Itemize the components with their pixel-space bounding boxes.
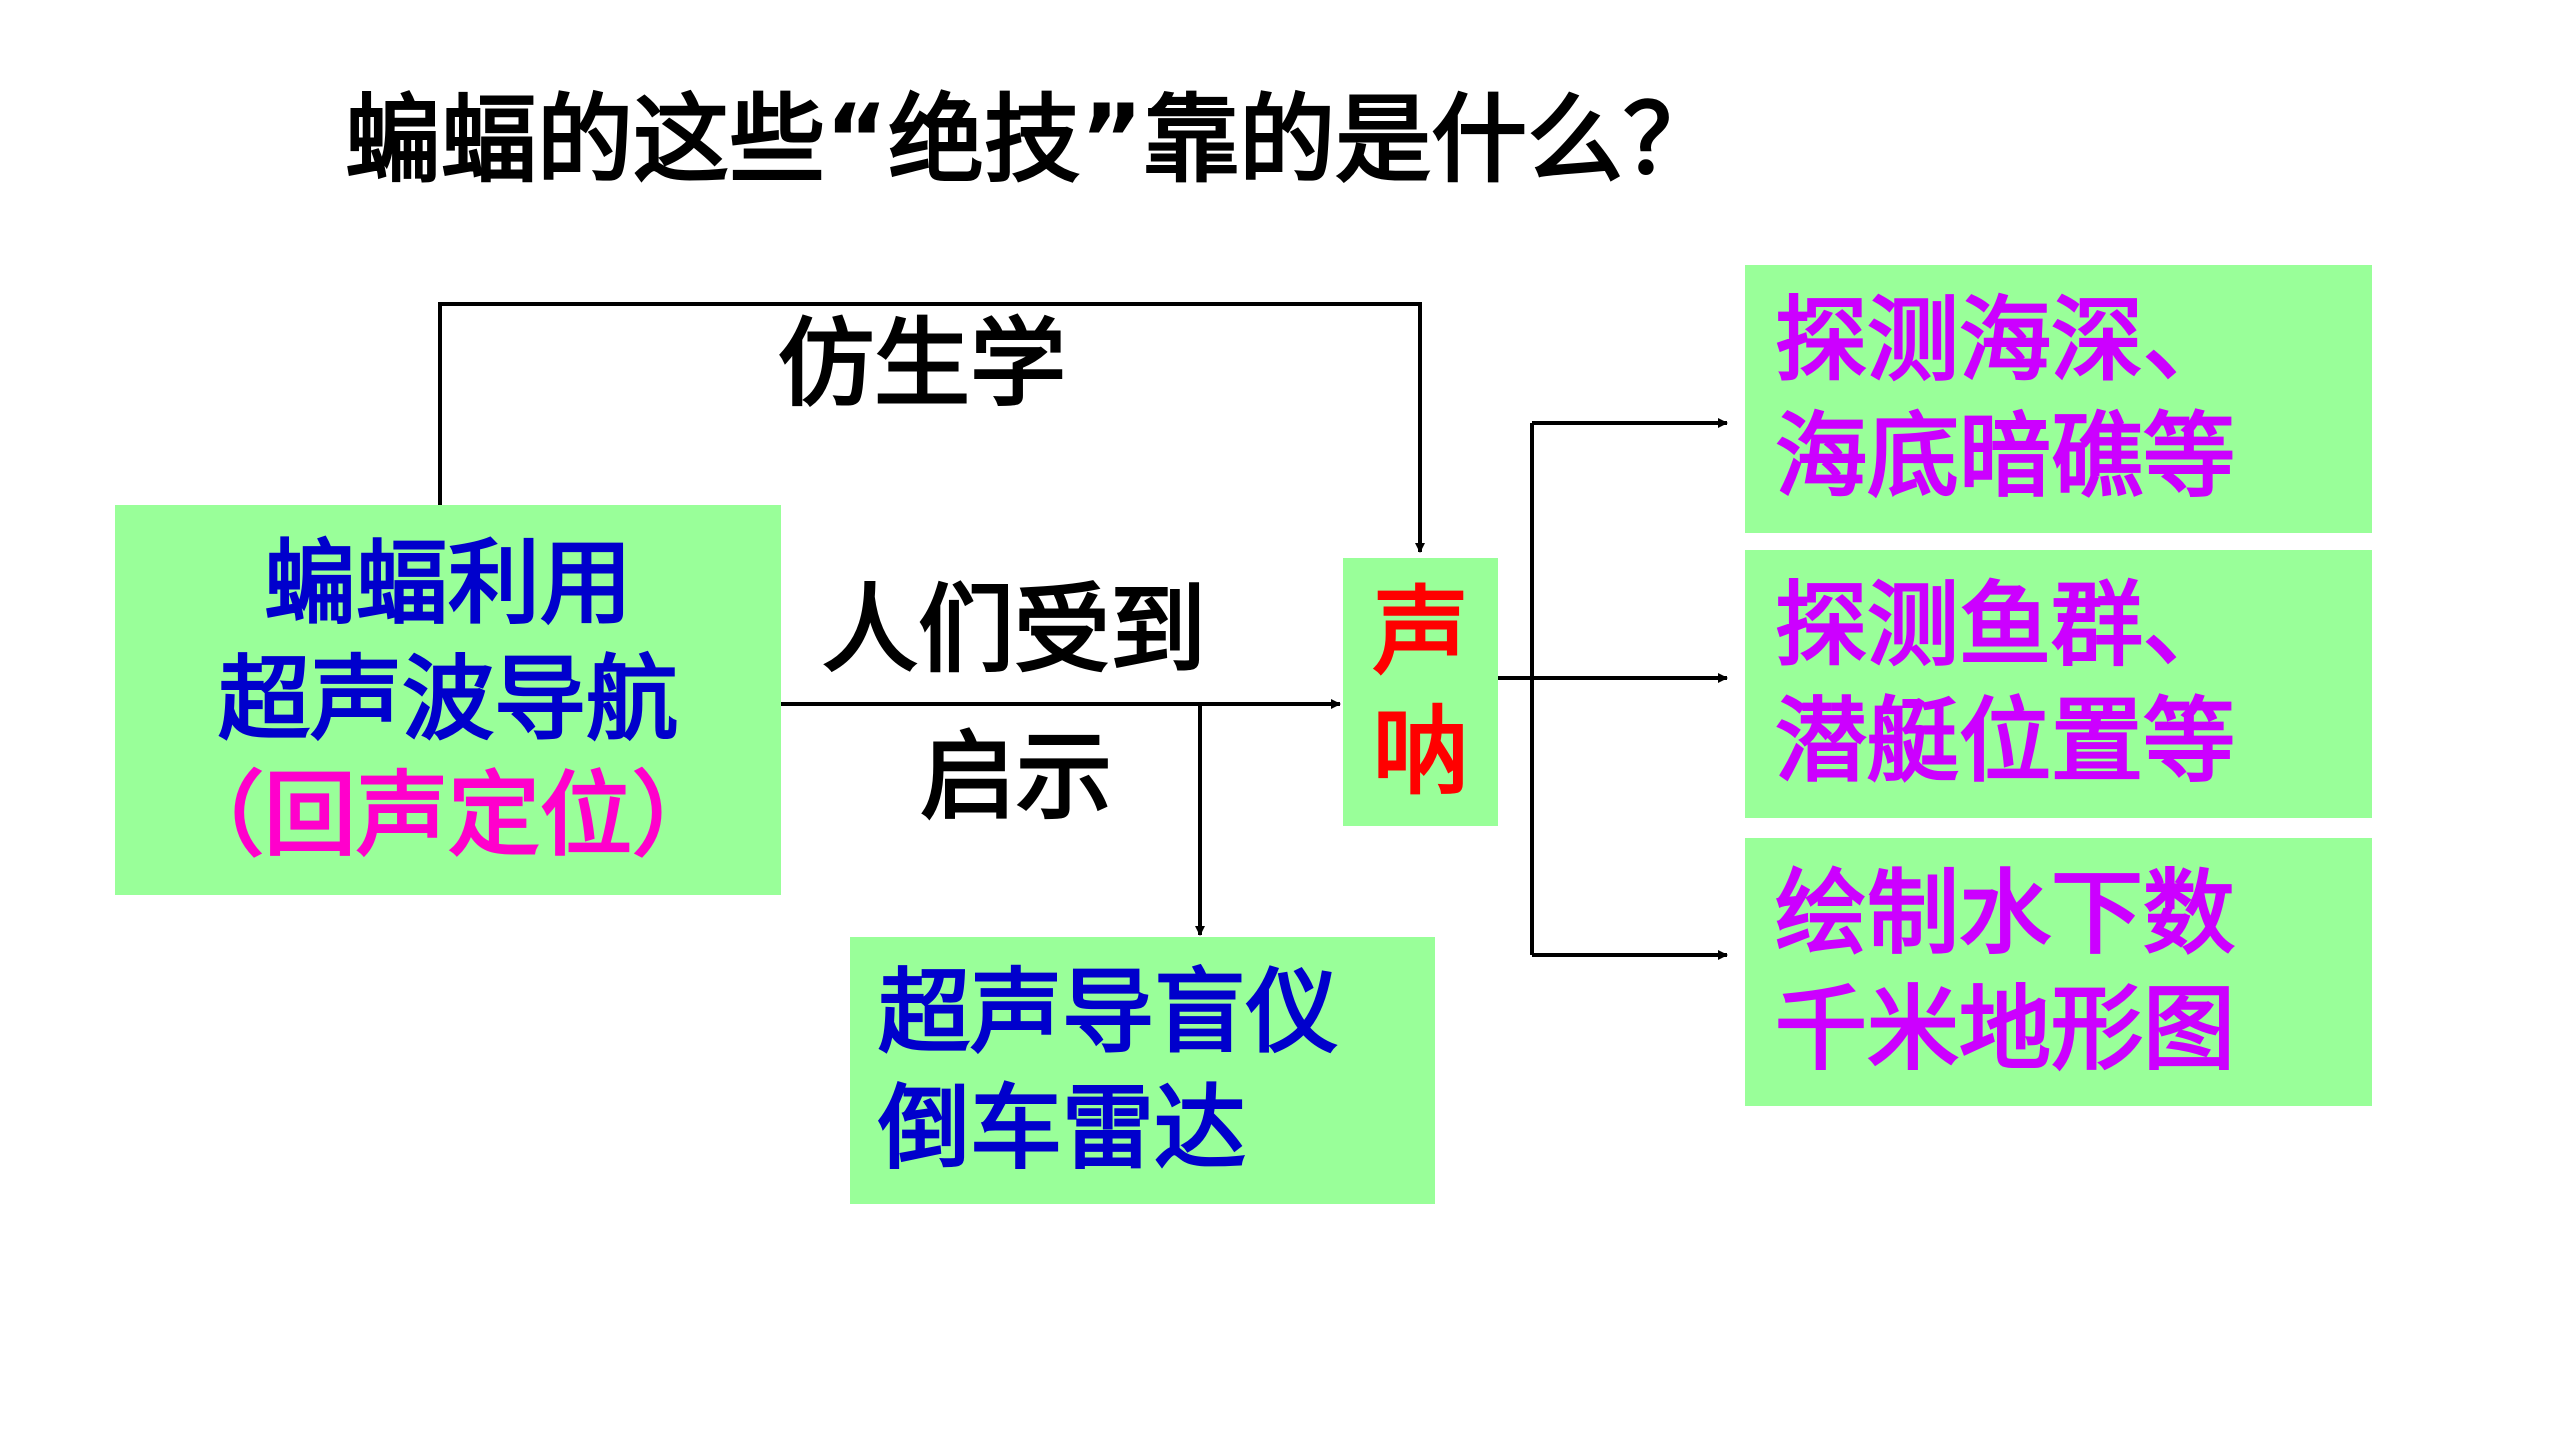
bat-box-line3: （回声定位） [171, 761, 724, 869]
devices-line2: 倒车雷达 [878, 1074, 1247, 1182]
bat-navigation-box: 蝙蝠利用 超声波导航 （回声定位） [115, 505, 781, 895]
use-depth-box: 探测海深、 海底暗礁等 [1745, 265, 2372, 533]
inspired-label-line2: 启示 [920, 721, 1112, 833]
bionics-connector [438, 302, 1425, 553]
sonar-box: 声 呐 [1343, 558, 1498, 826]
inspired-label-line1: 人们受到 [822, 574, 1206, 686]
bionics-label: 仿生学 [778, 308, 1066, 420]
use-map-line1: 绘制水下数 [1775, 860, 2236, 968]
use-fish-line2: 潜艇位置等 [1775, 688, 2236, 795]
use-depth-line2: 海底暗礁等 [1775, 403, 2236, 510]
bat-box-line2: 超声波导航 [217, 646, 678, 754]
use-map-box: 绘制水下数 千米地形图 [1745, 838, 2372, 1106]
use-fish-box: 探测鱼群、 潜艇位置等 [1745, 550, 2372, 818]
sonar-char1: 声 [1372, 576, 1469, 688]
use-fish-line1: 探测鱼群、 [1775, 572, 2236, 680]
use-map-line2: 千米地形图 [1775, 976, 2236, 1083]
bat-box-line1: 蝙蝠利用 [263, 530, 632, 638]
devices-box: 超声导盲仪 倒车雷达 [850, 937, 1435, 1204]
slide-title: 蝙蝠的这些“绝技”靠的是什么？ [345, 84, 1720, 196]
devices-line1: 超声导盲仪 [878, 958, 1339, 1066]
use-depth-line1: 探测海深、 [1775, 287, 2236, 395]
sonar-char2: 呐 [1372, 696, 1469, 808]
